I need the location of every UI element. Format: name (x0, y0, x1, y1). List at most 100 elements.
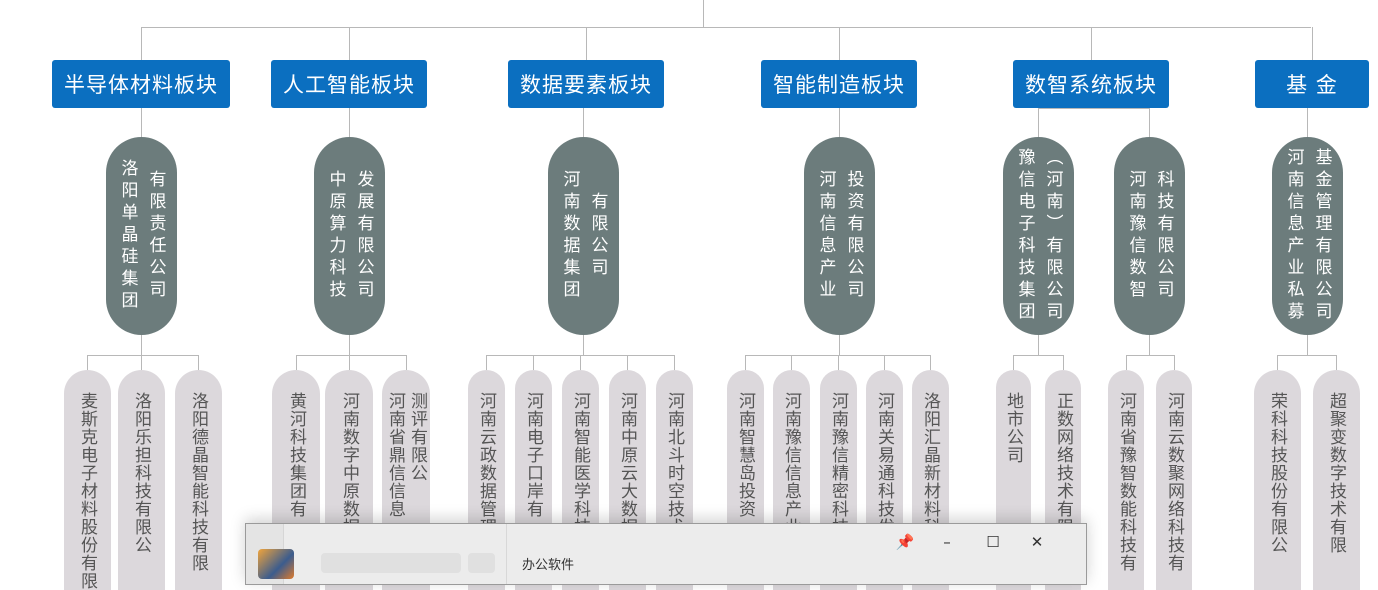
subsidiary-node[interactable]: 河南云数聚网络科技有 (1156, 370, 1192, 590)
company-node[interactable]: 河南信息产业投资有限公司 (804, 137, 875, 335)
connector-line (1013, 355, 1063, 356)
connector-line (486, 355, 487, 370)
subsidiary-name-column: 河南豫信信息产业 (781, 392, 801, 536)
app-icon[interactable] (258, 549, 294, 579)
connector-line (1277, 355, 1278, 370)
company-name-column: 投资有限公司 (843, 170, 864, 302)
subsidiary-name-column: 河南数字中原数据 (339, 392, 359, 536)
subsidiary-name-column: 河南省鼎信信息 (385, 392, 405, 518)
company-name-column: 基金管理有限公司 (1311, 148, 1332, 324)
connector-line (1126, 355, 1127, 370)
window-divider (506, 524, 507, 584)
connector-line (745, 355, 746, 370)
subsidiary-node[interactable]: 麦斯克电子材料股份有限 (63, 370, 111, 590)
connector-line (583, 108, 584, 137)
minimize-button[interactable]: – (943, 533, 951, 551)
subsidiary-name-column: 河南云数聚网络科技有 (1164, 392, 1184, 572)
connector-line (839, 27, 840, 60)
subsidiary-name-column: 地市公司 (1003, 392, 1023, 464)
company-name-column: （河南）有限公司 (1042, 148, 1063, 324)
subsidiary-name-column: 荣科科技股份有限公 (1267, 392, 1287, 554)
subsidiary-node[interactable]: 洛阳德晶智能科技有限 (174, 370, 222, 590)
company-name-column: 科技有限公司 (1153, 170, 1174, 302)
connector-line (296, 355, 406, 356)
subsidiary-node[interactable]: 河南电子口岸有 (514, 370, 552, 590)
connector-line (1307, 108, 1308, 137)
connector-line (580, 355, 581, 370)
subsidiary-name-column: 河南中原云大数据集 (617, 392, 637, 554)
subsidiary-name-column: 河南北斗时空技术 (664, 392, 684, 536)
category-box[interactable]: 半导体材料板块 (52, 60, 230, 108)
connector-line (884, 355, 885, 370)
company-name-column: 洛阳单晶硅集团 (117, 159, 138, 313)
connector-line (1149, 335, 1150, 355)
connector-line (1038, 335, 1039, 355)
connector-line (1336, 355, 1337, 370)
connector-line (1277, 355, 1336, 356)
category-box[interactable]: 智能制造板块 (761, 60, 917, 108)
company-name-column: 河南数据集团 (559, 170, 580, 302)
company-node[interactable]: 中原算力科技发展有限公司 (314, 137, 385, 335)
company-name-column: 有限公司 (587, 192, 608, 280)
company-name-column: 河南信息产业 (815, 170, 836, 302)
connector-line (839, 108, 840, 137)
company-name-column: 发展有限公司 (353, 170, 374, 302)
company-name-column: 有限责任公司 (145, 170, 166, 302)
connector-line (1038, 108, 1039, 137)
connector-line (1038, 108, 1149, 109)
connector-line (1307, 335, 1308, 355)
pin-icon[interactable]: 📌 (895, 533, 915, 551)
category-box[interactable]: 数据要素板块 (508, 60, 664, 108)
company-node[interactable]: 洛阳单晶硅集团有限责任公司 (106, 137, 177, 335)
company-node[interactable]: 河南豫信数智科技有限公司 (1114, 137, 1185, 335)
overlay-window[interactable]: 办公软件 📌 – ☐ ✕ (245, 523, 1087, 585)
subsidiary-node[interactable]: 洛阳乐担科技有限公 (117, 370, 165, 590)
connector-line (1149, 108, 1150, 137)
side-button[interactable] (468, 553, 495, 573)
subsidiary-node[interactable]: 河南省豫智数能科技有 (1108, 370, 1144, 590)
connector-line (930, 355, 931, 370)
connector-line (406, 355, 407, 370)
search-field[interactable] (321, 553, 461, 573)
connector-line (1013, 355, 1014, 370)
company-node[interactable]: 河南数据集团有限公司 (548, 137, 619, 335)
connector-line (791, 355, 792, 370)
category-box[interactable]: 基 金 (1255, 60, 1369, 108)
company-name-column: 中原算力科技 (325, 170, 346, 302)
connector-line (533, 355, 534, 370)
company-node[interactable]: 河南信息产业私募基金管理有限公司 (1272, 137, 1343, 335)
subsidiary-name-column: 河南豫信精密科技 (828, 392, 848, 536)
window-title: 办公软件 (522, 558, 575, 573)
subsidiary-node[interactable]: 荣科科技股份有限公 (1253, 370, 1301, 590)
subsidiary-name-column: 洛阳德晶智能科技有限 (188, 392, 208, 572)
connector-line (838, 355, 839, 370)
connector-line (87, 355, 198, 356)
connector-line (586, 27, 587, 60)
company-node[interactable]: 豫信电子科技集团 （河南）有限公司 (1003, 137, 1074, 335)
close-button[interactable]: ✕ (1030, 533, 1044, 551)
subsidiary-name-column: 测评有限公 (407, 392, 427, 482)
subsidiary-name-column: 河南省豫智数能科技有 (1116, 392, 1136, 572)
connector-line (141, 27, 1311, 28)
subsidiary-name-column: 洛阳乐担科技有限公 (131, 392, 151, 554)
category-box[interactable]: 数智系统板块 (1013, 60, 1169, 108)
subsidiary-name-column: 河南电子口岸有 (523, 392, 543, 518)
connector-line (1091, 27, 1092, 60)
connector-line (1126, 355, 1174, 356)
connector-line (141, 355, 142, 370)
company-name-column: 豫信电子科技集团 (1014, 148, 1035, 324)
connector-line (141, 108, 142, 137)
connector-line (349, 108, 350, 137)
connector-line (198, 355, 199, 370)
subsidiary-node[interactable]: 超聚变数字技术有限 (1312, 370, 1360, 590)
subsidiary-name-column: 麦斯克电子材料股份有限 (77, 392, 97, 590)
connector-line (349, 355, 350, 370)
connector-line (141, 27, 142, 60)
maximize-button[interactable]: ☐ (986, 533, 1000, 551)
connector-line (839, 335, 840, 355)
category-box[interactable]: 人工智能板块 (271, 60, 427, 108)
connector-line (296, 355, 297, 370)
connector-line (1174, 355, 1175, 370)
connector-line (141, 335, 142, 355)
connector-line (583, 335, 584, 355)
